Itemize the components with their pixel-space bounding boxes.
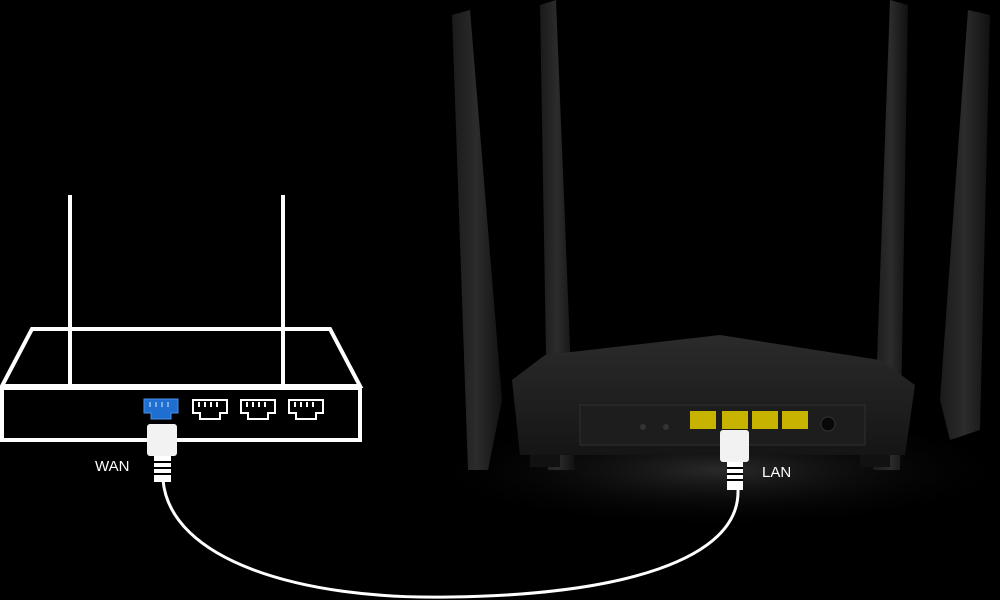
yellow-ethernet-port bbox=[722, 411, 748, 429]
antenna-3 bbox=[873, 0, 908, 470]
lan-plug bbox=[720, 430, 749, 490]
antenna-2 bbox=[540, 0, 575, 470]
wps-button bbox=[640, 424, 646, 430]
lan-port-outline bbox=[288, 399, 324, 420]
yellow-ethernet-port bbox=[690, 411, 716, 429]
antenna-1 bbox=[452, 10, 502, 470]
wan-label: WAN bbox=[95, 458, 130, 475]
left-router-outline bbox=[0, 195, 364, 442]
power-jack bbox=[820, 416, 836, 432]
yellow-ethernet-port bbox=[752, 411, 778, 429]
left-router-body bbox=[0, 386, 362, 442]
wan-plug bbox=[147, 424, 177, 482]
right-router bbox=[452, 0, 990, 470]
reset-button bbox=[663, 424, 669, 430]
lan-label: LAN bbox=[762, 464, 792, 481]
lan-port-outline bbox=[192, 399, 228, 420]
wan-port bbox=[143, 398, 179, 420]
antenna-4 bbox=[940, 10, 990, 440]
lan-port-outline bbox=[240, 399, 276, 420]
left-router-top bbox=[0, 327, 364, 388]
yellow-ethernet-port bbox=[782, 411, 808, 429]
ethernet-cable bbox=[161, 479, 740, 599]
